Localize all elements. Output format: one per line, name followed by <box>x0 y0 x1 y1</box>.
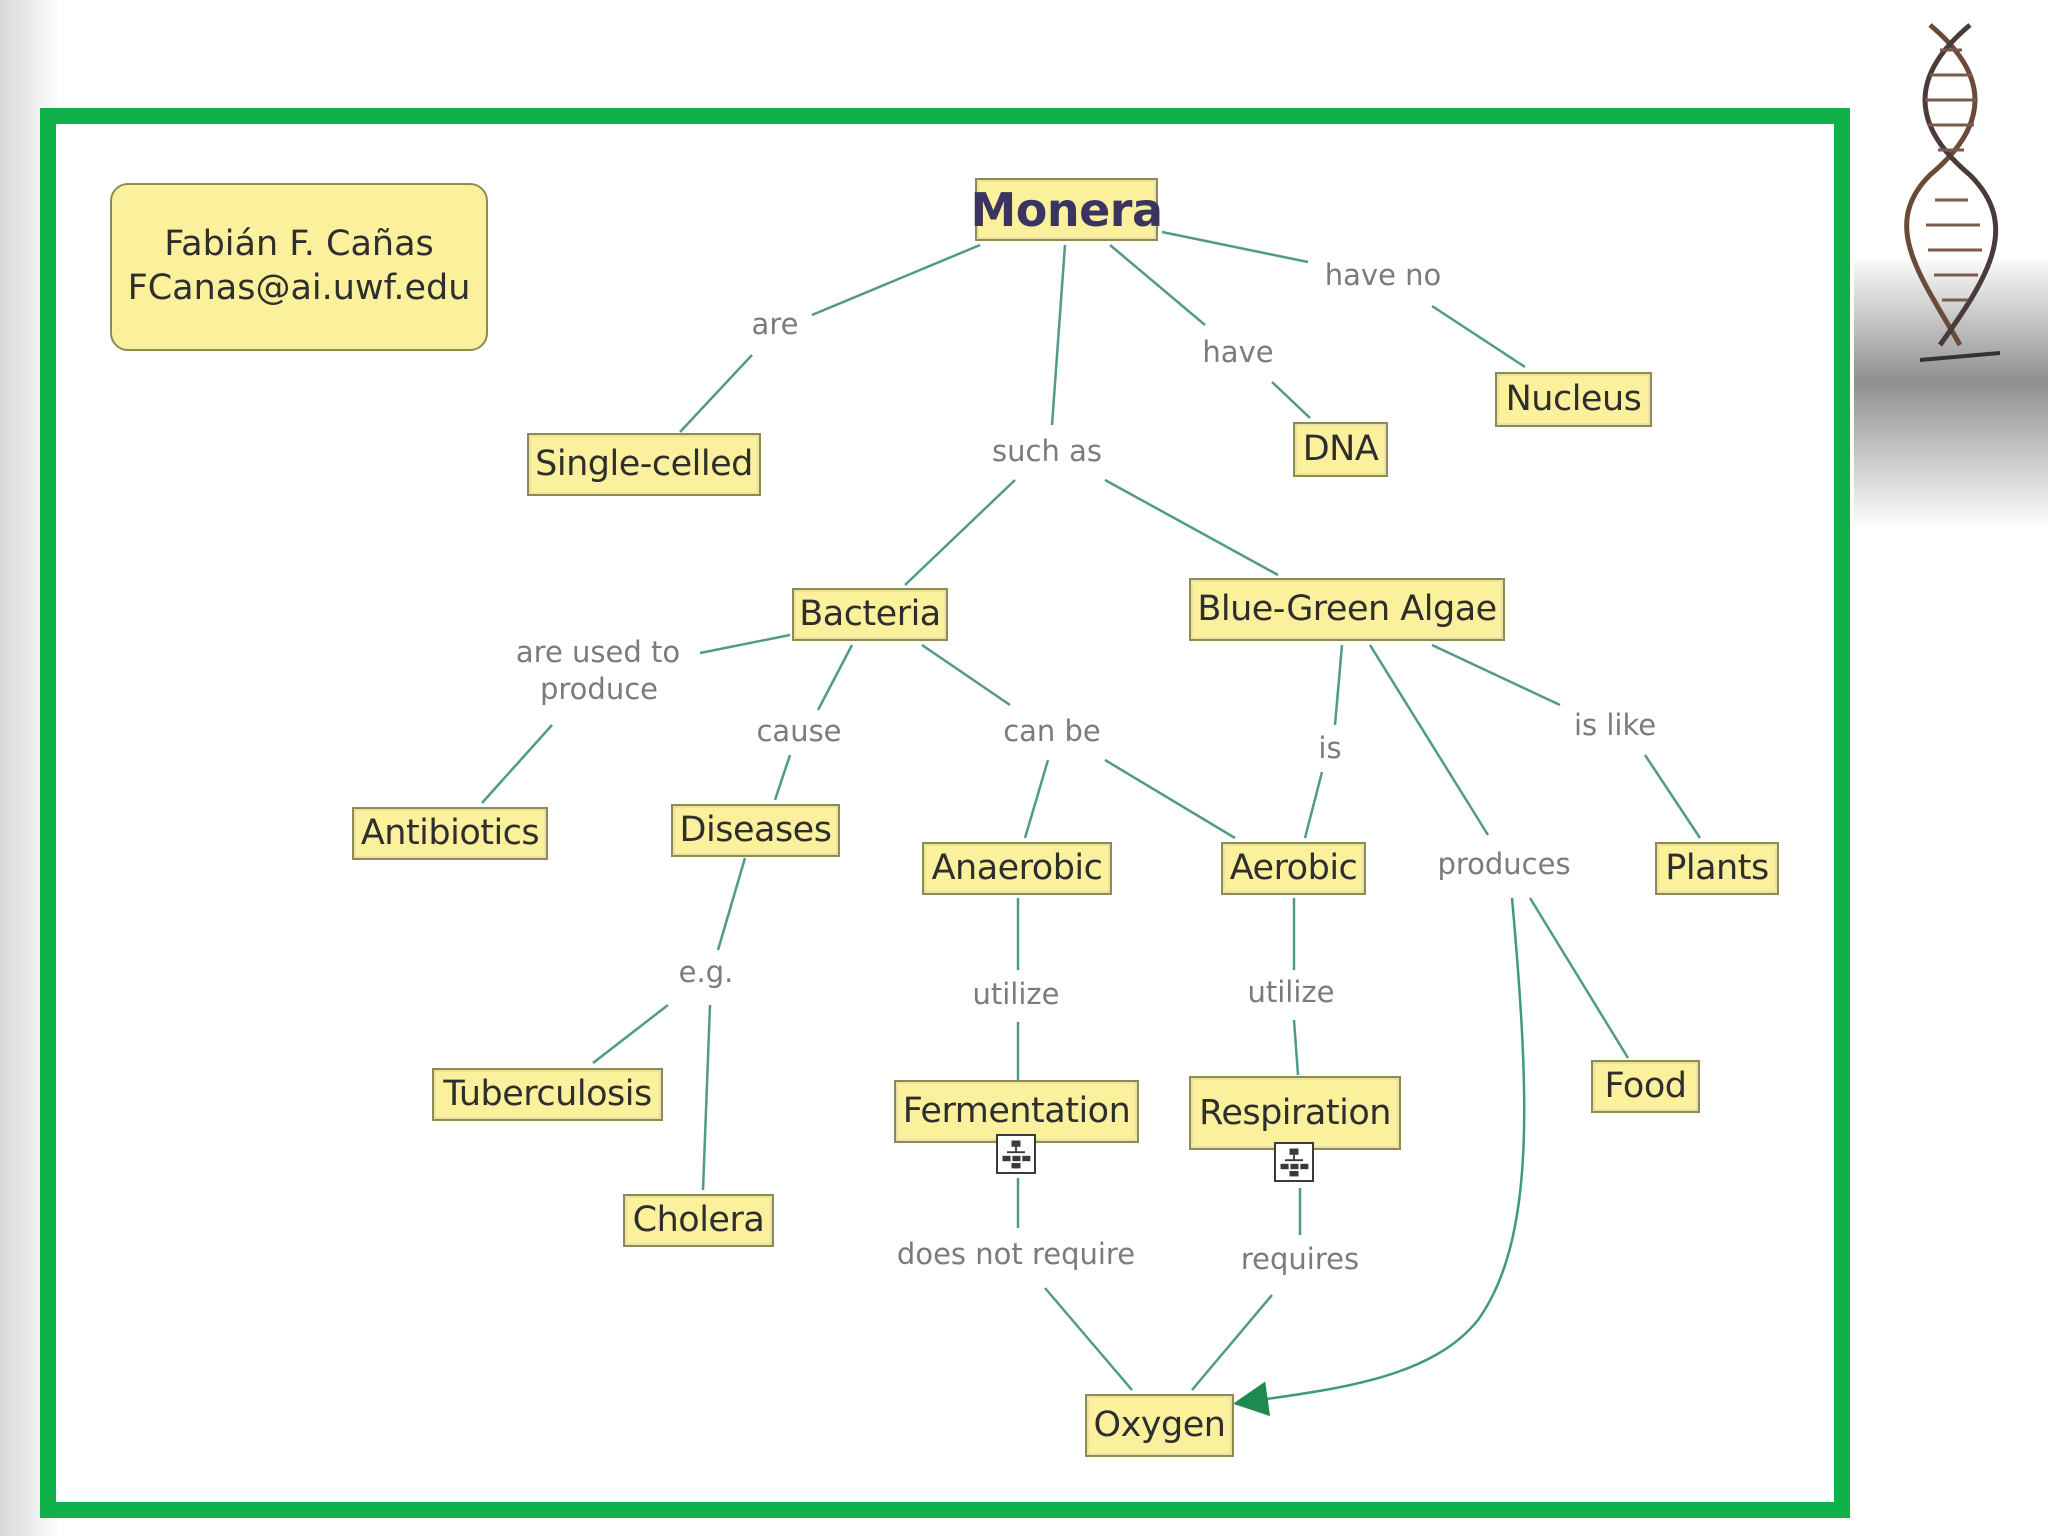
link-line <box>921 643 1011 707</box>
link-line <box>1271 381 1311 419</box>
link-line <box>773 754 792 801</box>
link-line <box>701 1004 712 1191</box>
dna-helix-icon <box>1904 23 2001 362</box>
link-label-does-not-require: does not require <box>892 1236 1140 1274</box>
concept-plants[interactable]: Plants <box>1655 842 1779 895</box>
link-label-can-be: can be <box>999 713 1105 751</box>
concept-oxygen[interactable]: Oxygen <box>1085 1394 1234 1457</box>
link-line <box>816 644 854 711</box>
concept-blue-green-algae[interactable]: Blue-Green Algae <box>1189 578 1505 641</box>
link-line <box>904 479 1016 586</box>
author-email: FCanas@ai.uwf.edu <box>127 268 471 308</box>
concept-map-icon[interactable] <box>996 1134 1036 1174</box>
link-line <box>1161 230 1309 264</box>
link-label-cause: cause <box>752 713 846 751</box>
author-name: Fabián F. Cañas <box>164 224 434 265</box>
link-line <box>1109 244 1206 326</box>
link-label-eg: e.g. <box>674 954 738 992</box>
link-line <box>592 1004 669 1064</box>
link-label-produces: produces <box>1433 846 1575 884</box>
concept-dna[interactable]: DNA <box>1293 422 1388 477</box>
link-line <box>1044 1287 1133 1391</box>
link-label-have: have <box>1198 334 1278 372</box>
link-label-have-no: have no <box>1320 257 1446 295</box>
concept-aerobic[interactable]: Aerobic <box>1221 842 1366 895</box>
link-line <box>1292 1019 1300 1076</box>
link-label-utilize-aerobic: utilize <box>1243 974 1339 1012</box>
link-line <box>811 243 981 317</box>
link-label-utilize-anaerobic: utilize <box>968 976 1064 1014</box>
link-label-such-as: such as <box>988 433 1106 471</box>
link-line <box>1528 897 1630 1059</box>
link-line <box>699 633 791 655</box>
link-line <box>1431 304 1526 369</box>
author-box: Fabián F. Cañas FCanas@ai.uwf.edu <box>110 183 488 351</box>
link-line <box>1303 771 1324 839</box>
link-line <box>1050 244 1067 426</box>
concept-single-celled[interactable]: Single-celled <box>527 433 761 496</box>
link-line <box>679 354 753 433</box>
concept-food[interactable]: Food <box>1591 1060 1700 1113</box>
concept-bacteria[interactable]: Bacteria <box>792 588 948 641</box>
concept-diseases[interactable]: Diseases <box>671 804 840 857</box>
concept-tuberculosis[interactable]: Tuberculosis <box>432 1068 663 1121</box>
link-label-requires: requires <box>1236 1241 1364 1279</box>
link-line <box>1368 644 1490 836</box>
link-label-is: is <box>1314 730 1346 768</box>
link-label-are: are <box>747 306 803 344</box>
concept-cholera[interactable]: Cholera <box>623 1194 774 1247</box>
background-right-banner <box>1854 260 2048 530</box>
concept-map-icon[interactable] <box>1274 1142 1314 1182</box>
concept-antibiotics[interactable]: Antibiotics <box>352 807 548 860</box>
concept-anaerobic[interactable]: Anaerobic <box>922 842 1112 895</box>
link-line <box>1233 897 1526 1417</box>
link-line <box>716 857 747 951</box>
concept-map-frame <box>40 108 1850 1518</box>
link-label-produce: produce <box>535 671 663 709</box>
concept-respiration[interactable]: Respiration <box>1189 1076 1401 1150</box>
link-line <box>1643 754 1702 839</box>
link-line <box>1431 643 1561 707</box>
link-line <box>1023 759 1050 839</box>
link-label-are-used-to: are used to <box>511 634 685 672</box>
link-label-is-like: is like <box>1569 707 1661 745</box>
link-line <box>1104 758 1236 840</box>
link-line <box>1104 478 1279 577</box>
link-line <box>1191 1294 1273 1391</box>
link-line <box>1333 644 1344 726</box>
link-line <box>481 724 553 804</box>
concept-fermentation[interactable]: Fermentation <box>894 1080 1139 1143</box>
concept-nucleus[interactable]: Nucleus <box>1495 372 1652 427</box>
concept-monera[interactable]: Monera <box>970 178 1163 241</box>
